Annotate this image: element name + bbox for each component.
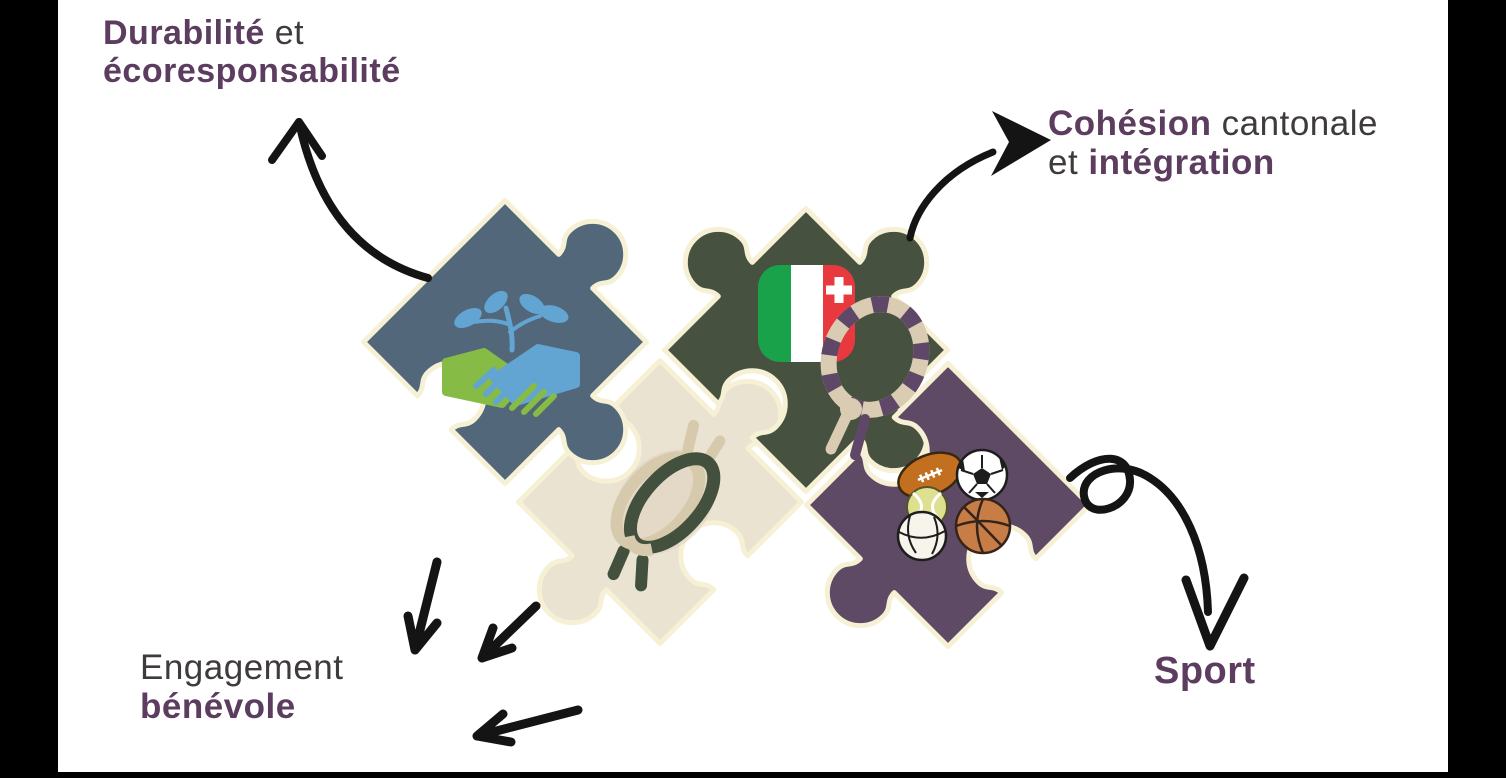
handshake-plant-icon (442, 290, 580, 417)
arrow-head (268, 118, 326, 164)
volleyball-icon (896, 510, 948, 562)
plant-leaf (539, 305, 569, 323)
label-durability-line1: Durabilité et (103, 14, 401, 52)
label-volunteer-bold: bénévole (140, 687, 296, 727)
label-durability-bold: Durabilité (103, 14, 265, 52)
label-volunteer-line2: bénévole (140, 687, 343, 726)
rope-knot-icon (607, 419, 726, 592)
handshake-fingers-green (509, 383, 557, 417)
rope-overlap (622, 534, 654, 556)
label-durability-plain: et (264, 14, 305, 52)
handshake-fingers-blue (473, 367, 519, 405)
arrow-to-durability (268, 118, 432, 282)
label-volunteer-line1: Engagement (140, 648, 343, 687)
arrow-to-sport (1066, 454, 1249, 651)
soccer-pentagon (973, 468, 991, 484)
label-cohesion-line1: Cohésion cantonale (1048, 104, 1378, 143)
flag-white-stripe (791, 265, 823, 362)
label-cohesion: Cohésion cantonale et intégration (1048, 104, 1378, 182)
basketball-seams (955, 498, 1011, 554)
label-sport-text: Sport (1154, 650, 1256, 692)
label-cohesion-plain: cantonale (1211, 104, 1378, 143)
label-volunteer-plain: Engagement (140, 648, 344, 687)
label-cohesion-bold: Cohésion (1048, 104, 1212, 143)
volleyball-body (896, 510, 948, 562)
plant-leaf (519, 293, 545, 315)
diagram-canvas: Durabilité et écoresponsabilité Cohésion… (58, 0, 1448, 772)
soccer-ball-icon (955, 448, 1009, 502)
volleyball-seams (898, 515, 946, 555)
scarf-tail (850, 414, 870, 460)
football-laces (917, 467, 943, 483)
plant-branch (508, 314, 542, 334)
rope-ends-dark (607, 544, 649, 592)
plant-leaf (454, 308, 482, 328)
label-durability: Durabilité et écoresponsabilité (103, 14, 401, 90)
arrow-shaft (1066, 454, 1212, 616)
label-durability-bold2: écoresponsabilité (103, 52, 401, 91)
plant-leaf (484, 290, 508, 314)
label-durability-line2: écoresponsabilité (103, 52, 401, 90)
arrow-head (991, 111, 1051, 176)
arrows-to-volunteer (403, 557, 583, 747)
soccer-patches (958, 457, 1006, 498)
scarf-tail (825, 409, 853, 455)
arrow-small-1 (403, 557, 442, 655)
swiss-cross-icon (826, 277, 852, 303)
sports-balls-icon (896, 448, 1012, 562)
label-volunteer: Engagement bénévole (140, 648, 343, 726)
label-cohesion-bold2: intégration (1078, 143, 1275, 183)
arrow-shaft (906, 148, 997, 242)
neckerchief-icon (820, 296, 930, 460)
basketball-icon (954, 497, 1012, 555)
diagram-graphics (268, 111, 1249, 747)
plant-branch (472, 318, 510, 326)
arrow-head (1181, 573, 1249, 651)
label-cohesion-plain2: et (1048, 143, 1079, 183)
arrow-small-2 (477, 601, 541, 663)
italian-flag-swiss-cross-icon (758, 265, 855, 362)
arrow-shaft (295, 118, 432, 282)
arrow-to-cohesion (906, 111, 1051, 242)
flag-green-stripe (758, 265, 791, 362)
soccer-seams (960, 455, 1004, 494)
label-cohesion-line2: et intégration (1048, 143, 1378, 182)
label-sport: Sport (1154, 650, 1256, 693)
arrow-small-3 (472, 705, 583, 747)
